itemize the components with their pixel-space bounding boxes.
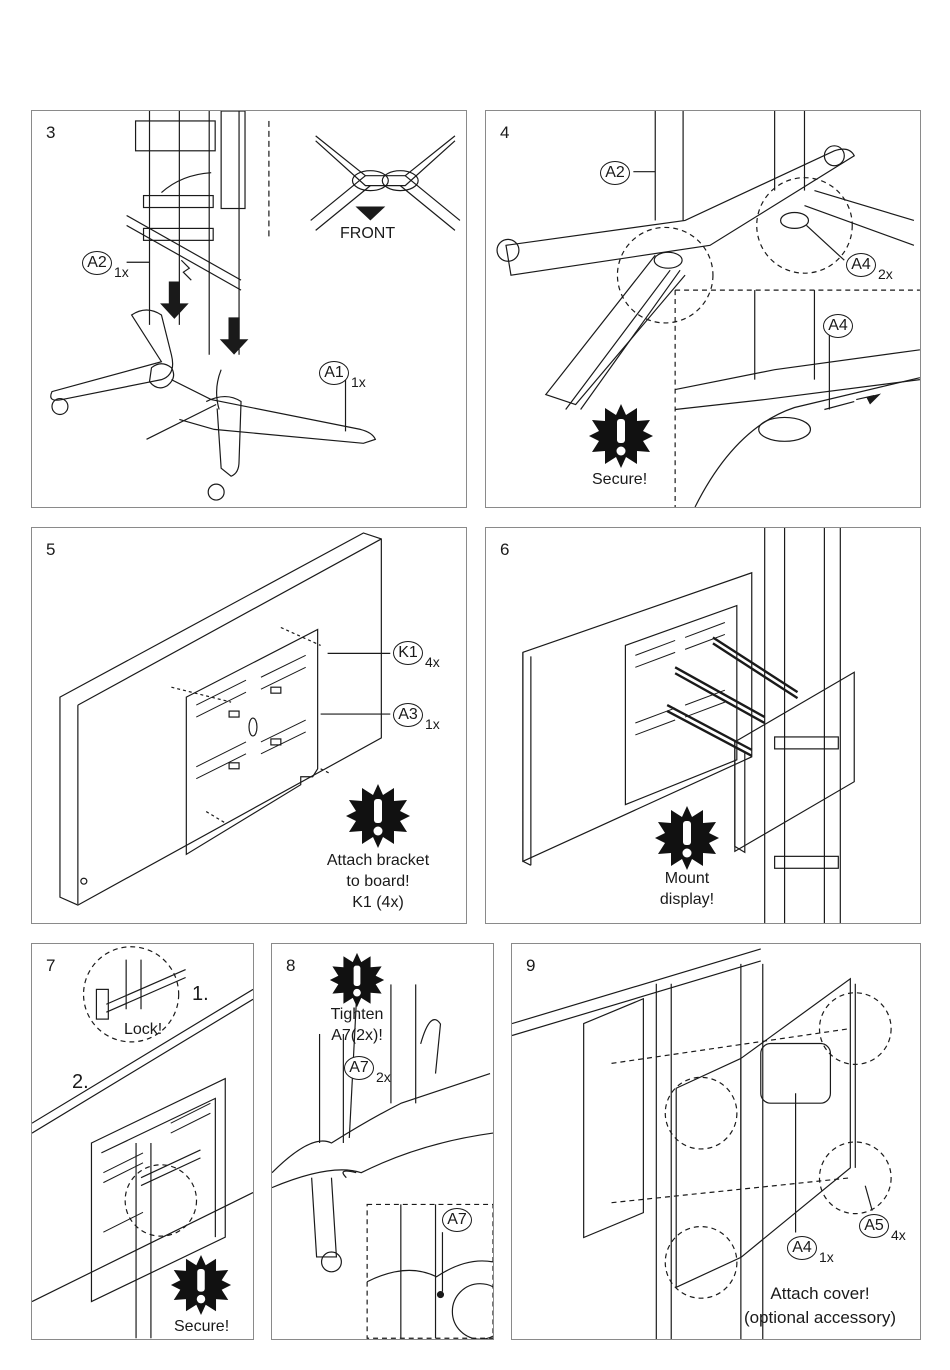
step-number: 4	[500, 123, 509, 143]
panel-step-9: 9 A54x A41x Attach cover! (optional acce…	[511, 943, 921, 1340]
callout-a4-2x: A42x	[846, 253, 893, 277]
base-secure-illustration	[486, 111, 920, 507]
note-text: Attach cover! (optional accessory)	[722, 1282, 918, 1330]
step-number: 7	[46, 956, 55, 976]
callout-a5: A54x	[859, 1214, 906, 1238]
step-number: 6	[500, 540, 509, 560]
callout-a1: A11x	[319, 361, 366, 385]
step-number: 9	[526, 956, 535, 976]
panel-step-3: 3 FRONT A21x A11x	[31, 110, 467, 508]
substep-2: 2.	[72, 1072, 89, 1093]
front-label: FRONT	[340, 223, 395, 244]
callout-a7-detail: A7	[442, 1208, 474, 1232]
front-arrow-icon	[355, 207, 385, 221]
lock-label: Lock!	[124, 1019, 162, 1040]
panel-step-5: 5 K14x A31x Attach bracket to board! K1 …	[31, 527, 467, 924]
panel-step-7: 7 1. 2. Lock! Secure!	[31, 943, 254, 1340]
warning-text: Attach bracket to board! K1 (4x)	[318, 850, 438, 913]
warning-burst-icon	[170, 1254, 232, 1316]
warning-burst-icon	[654, 805, 720, 871]
attach-cover-illustration	[512, 944, 920, 1339]
step-number: 5	[46, 540, 55, 560]
panel-step-4: 4 A2 A42x A4 Secure!	[485, 110, 921, 508]
step-number: 8	[286, 956, 295, 976]
step-number: 3	[46, 123, 55, 143]
warning-burst-icon	[588, 403, 654, 469]
substep-1: 1.	[192, 984, 209, 1005]
callout-a3: A31x	[393, 703, 440, 727]
warning-text: Mount display!	[646, 868, 728, 910]
callout-a7-2x: A72x	[344, 1056, 391, 1080]
panel-step-6: 6 Mount display!	[485, 527, 921, 924]
callout-a2: A2	[600, 161, 632, 185]
warning-burst-icon	[345, 783, 411, 849]
callout-k1: K14x	[393, 641, 440, 665]
warning-text: Secure!	[174, 1316, 229, 1337]
callout-a4-detail: A4	[823, 314, 855, 338]
warning-text: Tighten A7(2x)!	[318, 1004, 396, 1046]
callout-a2: A21x	[82, 251, 129, 275]
callout-a4: A41x	[787, 1236, 834, 1260]
warning-text: Secure!	[592, 469, 647, 490]
warning-burst-icon	[329, 952, 385, 1008]
panel-step-8: 8 Tighten A7(2x)! A72x A7	[271, 943, 494, 1340]
stand-base-assembly-illustration	[32, 111, 466, 507]
